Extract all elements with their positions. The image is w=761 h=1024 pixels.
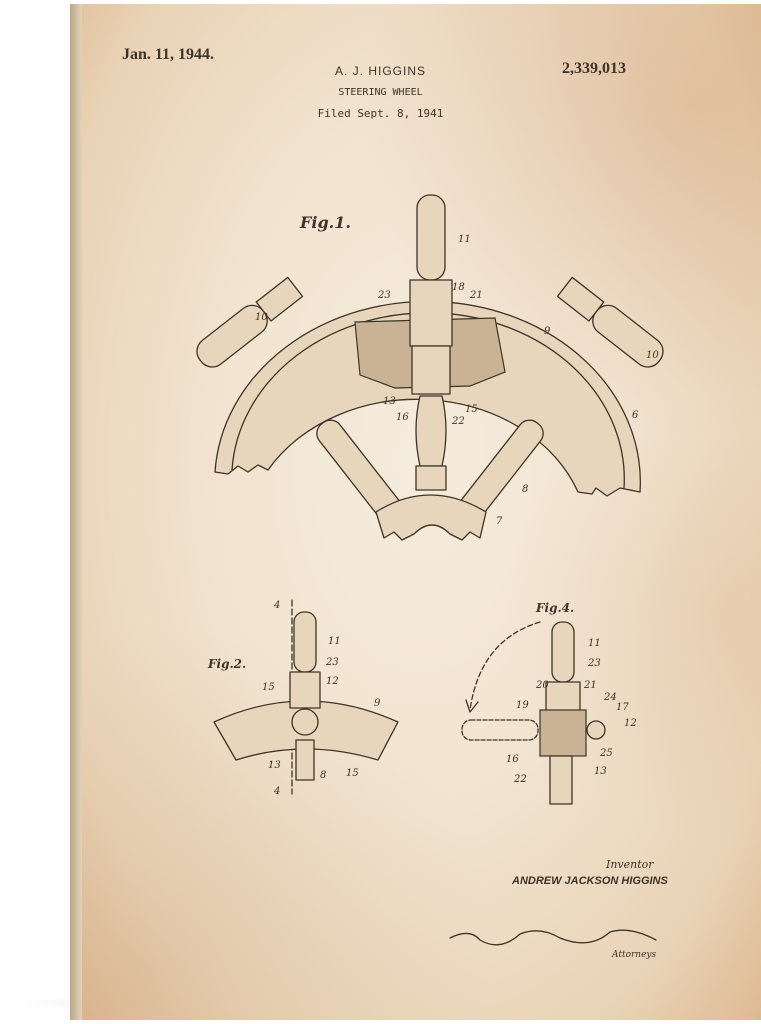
fig1-part-9: 9	[544, 326, 551, 337]
fig4-part-11: 11	[588, 638, 601, 649]
fig1-part-16: 16	[396, 412, 409, 423]
fig2-label: Fig.2.	[207, 657, 246, 671]
fig1-lower-collar	[415, 465, 447, 491]
fig4-part-20: 20	[535, 680, 549, 691]
fig4-part-19: 19	[516, 700, 529, 711]
fig4-part-13: 13	[594, 766, 607, 777]
fig1-left-handle-collar	[255, 276, 304, 322]
fig1-top-handle	[416, 194, 446, 281]
fig1-part-21: 21	[469, 290, 483, 301]
patent-inventor: A. J. HIGGINS	[334, 64, 426, 78]
fig2-lower-spoke	[295, 739, 315, 781]
fig4-collar	[545, 681, 581, 713]
fig2-drawing: Fig.2. 4 11 23 12 15 9 13 8 15 4	[207, 599, 399, 797]
inventor-name: ANDREW JACKSON HIGGINS	[512, 875, 668, 887]
fig1-part-6: 6	[632, 410, 639, 421]
fig1-spoke-block	[411, 345, 451, 395]
fig4-lower-spoke	[549, 755, 573, 805]
fig4-handle	[551, 621, 575, 683]
fig4-part-16: 16	[506, 754, 519, 765]
fig1-part-18: 18	[452, 282, 465, 293]
fig4-arrow-head	[465, 699, 479, 713]
fig1-top-collar	[409, 279, 453, 347]
fig4-part-24: 24	[603, 692, 617, 703]
patent-canvas	[82, 4, 761, 1020]
fig1-hub-bottom	[375, 494, 487, 541]
fig2-part-15-left: 15	[262, 682, 275, 693]
fig4-knob	[586, 720, 606, 740]
fig4-part-21: 21	[583, 680, 597, 691]
fig1-part-15: 15	[465, 404, 478, 415]
patent-date: Jan. 11, 1944.	[122, 46, 215, 63]
fig1-drawing: Fig.1. 11	[196, 194, 664, 541]
fig2-part-11: 11	[328, 636, 341, 647]
attorney-signature	[449, 929, 657, 946]
fig2-part-23: 23	[325, 657, 339, 668]
fig2-part-9: 9	[374, 698, 381, 709]
fig2-part-8: 8	[320, 770, 326, 781]
fig2-part-4-bottom: 4	[273, 786, 280, 797]
fig1-right-handle	[592, 304, 664, 368]
fig1-part-13: 13	[383, 396, 396, 407]
fig4-part-12: 12	[624, 718, 637, 729]
fig1-right-handle-collar	[556, 276, 605, 322]
fig1-label: Fig.1.	[299, 213, 351, 232]
fig4-part-17: 17	[616, 702, 629, 713]
signature-stroke	[449, 929, 657, 946]
fig2-collar	[289, 671, 321, 709]
fig4-drawing: Fig.4. 11 23 20 21 24 19 17 12 16 25 22 …	[461, 601, 637, 805]
fig4-rotation-arc	[469, 621, 541, 711]
fig2-part-4-top: 4	[273, 600, 280, 611]
fig2-part-13: 13	[268, 760, 281, 771]
canvas-side-edge	[70, 4, 84, 1020]
fig2-bolt	[291, 708, 319, 736]
fig4-label: Fig.4.	[535, 601, 574, 615]
patent-title: STEERING WHEEL	[338, 87, 423, 98]
inventor-label: Inventor	[606, 858, 654, 871]
attorneys-label: Attorneys	[612, 950, 657, 960]
fig1-part-23: 23	[377, 290, 391, 301]
fig4-folded-handle	[461, 719, 539, 741]
fig1-part-7: 7	[496, 516, 503, 527]
fig1-part-8: 8	[522, 484, 528, 495]
fig4-part-23: 23	[587, 658, 601, 669]
fig2-part-12: 12	[326, 676, 339, 687]
fig2-part-15-right: 15	[346, 768, 359, 779]
fig1-part-10-right: 10	[646, 350, 659, 361]
fig2-handle	[293, 611, 317, 673]
patent-filed-date: Filed Sept. 8, 1941	[317, 107, 444, 120]
patent-number: 2,339,013	[562, 60, 626, 77]
fig4-hub	[539, 709, 587, 757]
fig1-lower-spoke	[415, 395, 447, 467]
fig1-part-11: 11	[458, 234, 471, 245]
fig4-part-22: 22	[513, 774, 527, 785]
fig1-part-22: 22	[451, 416, 465, 427]
fig1-left-handle	[196, 304, 268, 368]
fig4-part-25: 25	[599, 748, 613, 759]
fig1-part-10-left: 10	[255, 312, 268, 323]
